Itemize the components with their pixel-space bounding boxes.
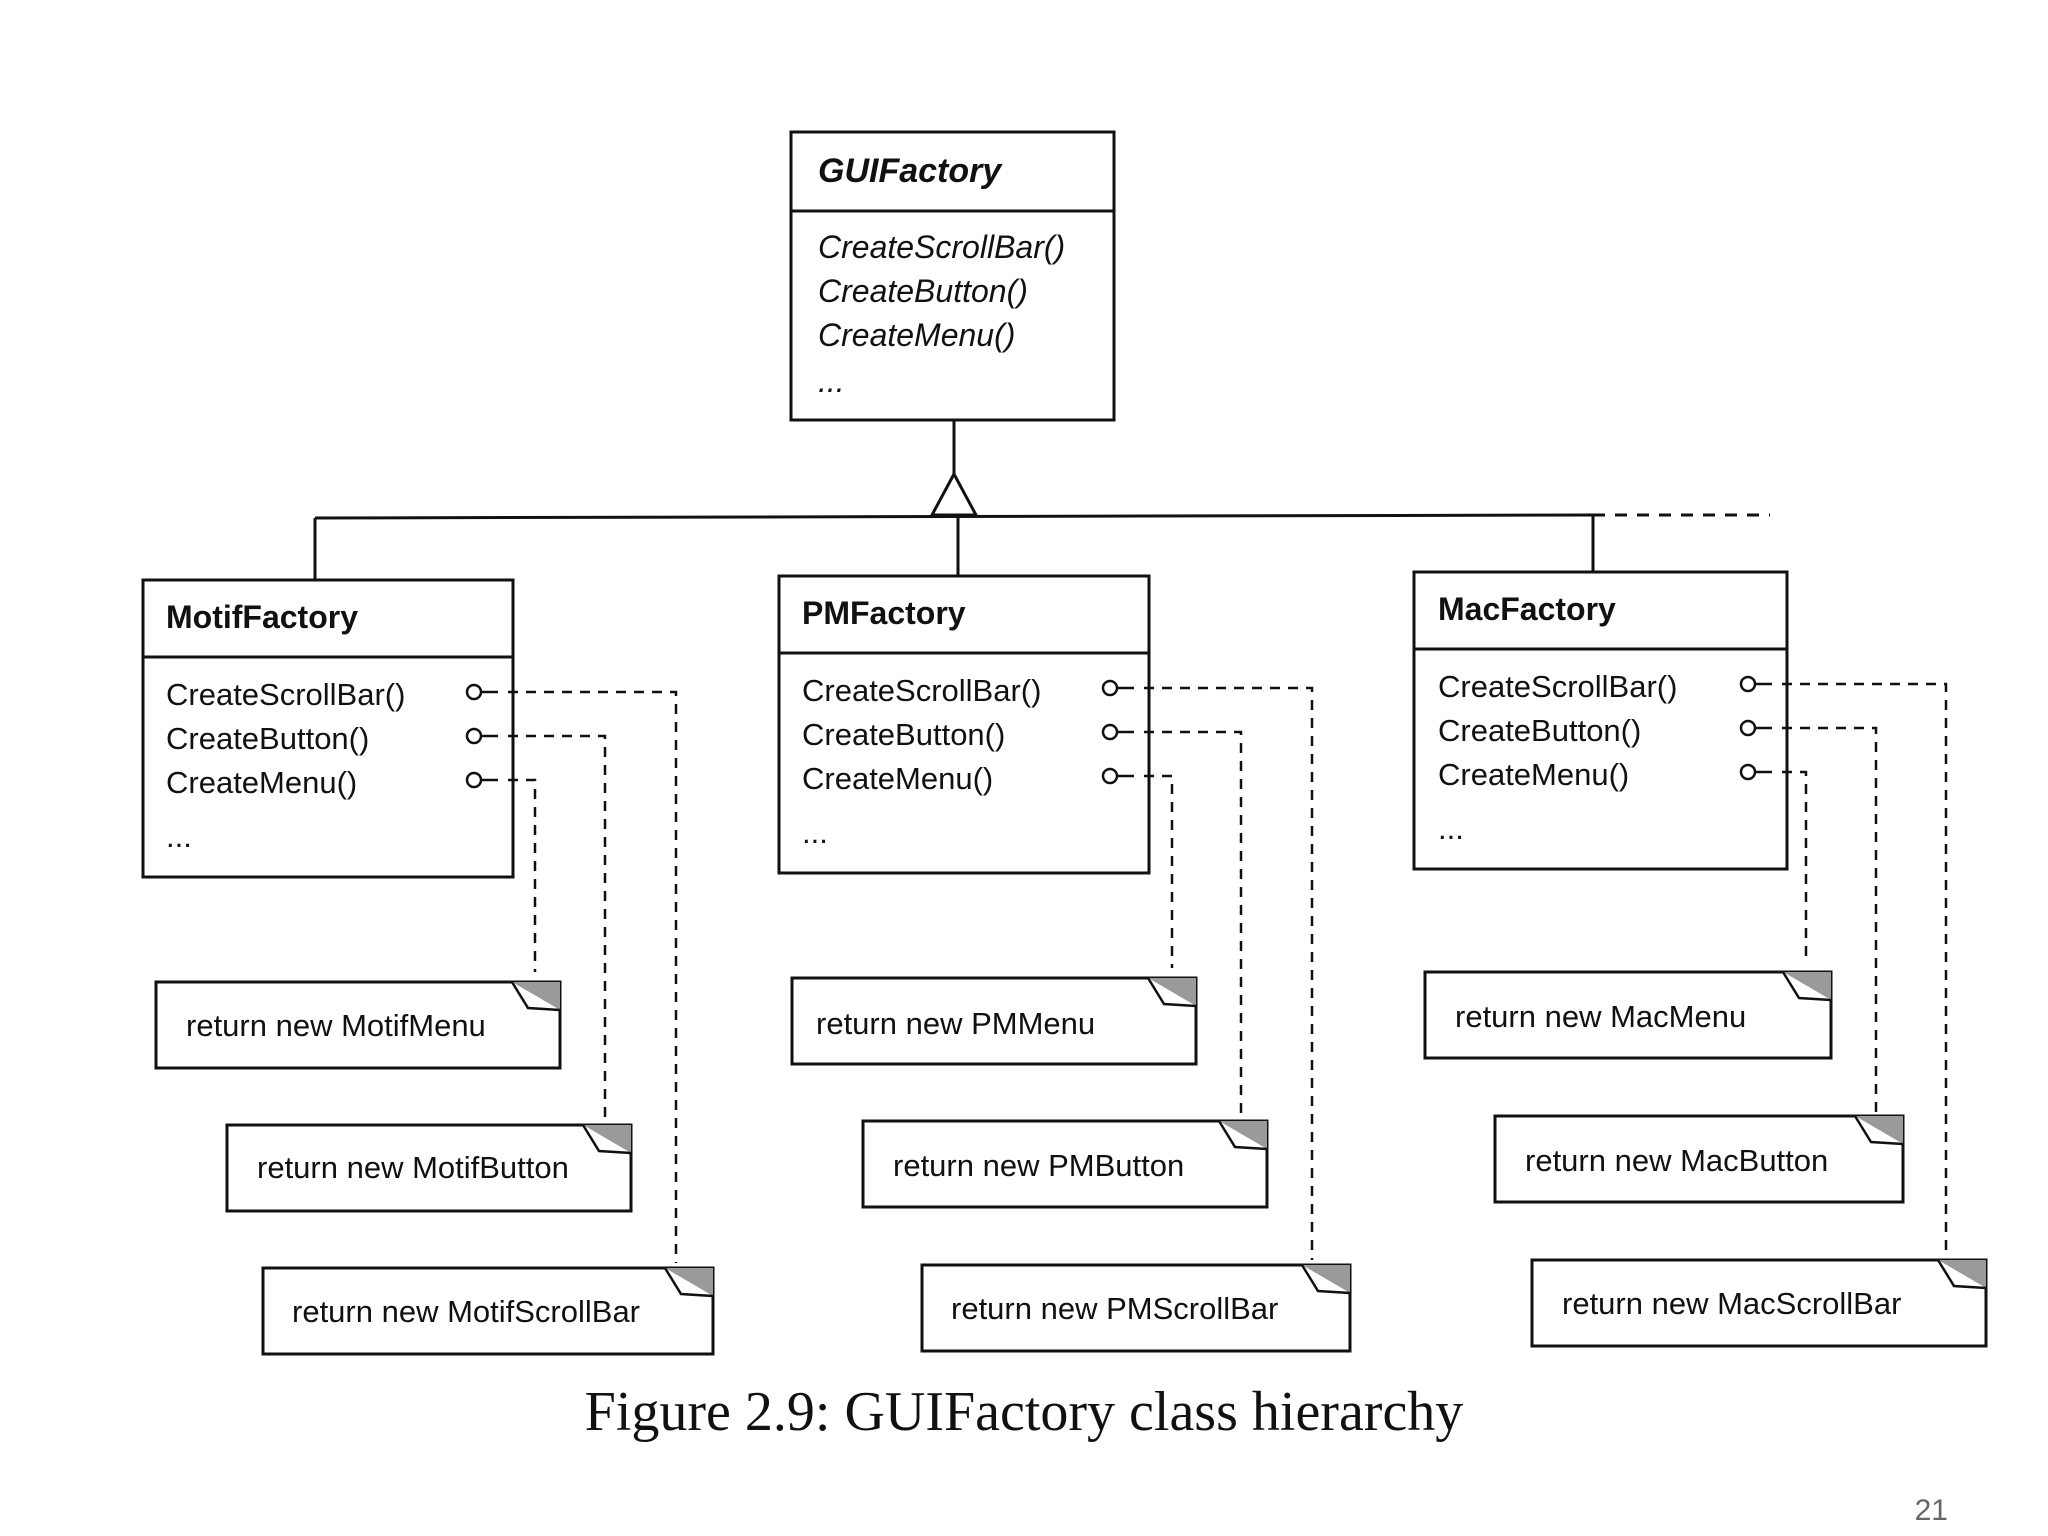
figure-caption: Figure 2.9: GUIFactory class hierarchy — [584, 1381, 1464, 1443]
note-macscrollbar: return new MacScrollBar — [1530, 1258, 1988, 1348]
note-motifmenu: return new MotifMenu — [154, 980, 562, 1070]
macfactory-op-createbutton: CreateButton() — [1438, 713, 1641, 748]
guifactory-class-box: GUIFactory CreateScrollBar() CreateButto… — [789, 130, 1116, 422]
guifactory-op-createbutton: CreateButton() — [818, 273, 1028, 309]
note-motifbutton-text: return new MotifButton — [257, 1150, 569, 1185]
motiffactory-class-box: MotifFactory CreateScrollBar() CreateBut… — [141, 578, 515, 879]
pmfactory-op-ellipsis: ... — [802, 815, 828, 850]
pmfactory-op-createscrollbar: CreateScrollBar() — [802, 673, 1041, 708]
note-motifscrollbar-text: return new MotifScrollBar — [292, 1294, 640, 1329]
note-macmenu: return new MacMenu — [1423, 970, 1833, 1060]
macfactory-op-ellipsis: ... — [1438, 811, 1464, 846]
note-pmmenu-text: return new PMMenu — [816, 1006, 1095, 1041]
generalization-triangle-icon — [929, 470, 979, 517]
pmfactory-op-createbutton: CreateButton() — [802, 717, 1005, 752]
note-motifbutton: return new MotifButton — [225, 1123, 633, 1213]
motiffactory-op-createscrollbar: CreateScrollBar() — [166, 677, 405, 712]
note-pmmenu: return new PMMenu — [790, 976, 1198, 1066]
inheritance-connector — [313, 420, 1770, 580]
macfactory-class-name: MacFactory — [1438, 591, 1616, 627]
note-motifscrollbar: return new MotifScrollBar — [261, 1266, 715, 1356]
macfactory-note-links — [1739, 675, 1948, 1256]
pmfactory-note-links — [1101, 679, 1314, 1260]
motiffactory-note-links — [465, 683, 678, 1263]
note-pmbutton: return new PMButton — [861, 1119, 1269, 1209]
note-macscrollbar-text: return new MacScrollBar — [1562, 1286, 1901, 1321]
macfactory-op-createscrollbar: CreateScrollBar() — [1438, 669, 1677, 704]
page-number: 21 — [1914, 1494, 1948, 1527]
note-pmscrollbar-text: return new PMScrollBar — [951, 1291, 1278, 1326]
guifactory-op-createmenu: CreateMenu() — [818, 317, 1015, 353]
motiffactory-op-createmenu: CreateMenu() — [166, 765, 357, 800]
note-pmbutton-text: return new PMButton — [893, 1148, 1184, 1183]
note-pmscrollbar: return new PMScrollBar — [920, 1263, 1352, 1353]
motiffactory-class-name: MotifFactory — [166, 599, 358, 635]
pmfactory-op-createmenu: CreateMenu() — [802, 761, 993, 796]
motiffactory-op-createbutton: CreateButton() — [166, 721, 369, 756]
guifactory-class-name: GUIFactory — [818, 152, 1003, 190]
note-macmenu-text: return new MacMenu — [1455, 999, 1746, 1034]
note-macbutton: return new MacButton — [1493, 1114, 1905, 1204]
macfactory-class-box: MacFactory CreateScrollBar() CreateButto… — [1412, 570, 1789, 871]
note-macbutton-text: return new MacButton — [1525, 1143, 1828, 1178]
pmfactory-class-box: PMFactory CreateScrollBar() CreateButton… — [777, 574, 1151, 875]
guifactory-op-ellipsis: ... — [818, 363, 845, 399]
macfactory-op-createmenu: CreateMenu() — [1438, 757, 1629, 792]
motiffactory-op-ellipsis: ... — [166, 819, 192, 854]
guifactory-op-createscrollbar: CreateScrollBar() — [818, 229, 1065, 265]
pmfactory-class-name: PMFactory — [802, 595, 966, 631]
note-motifmenu-text: return new MotifMenu — [186, 1008, 486, 1043]
